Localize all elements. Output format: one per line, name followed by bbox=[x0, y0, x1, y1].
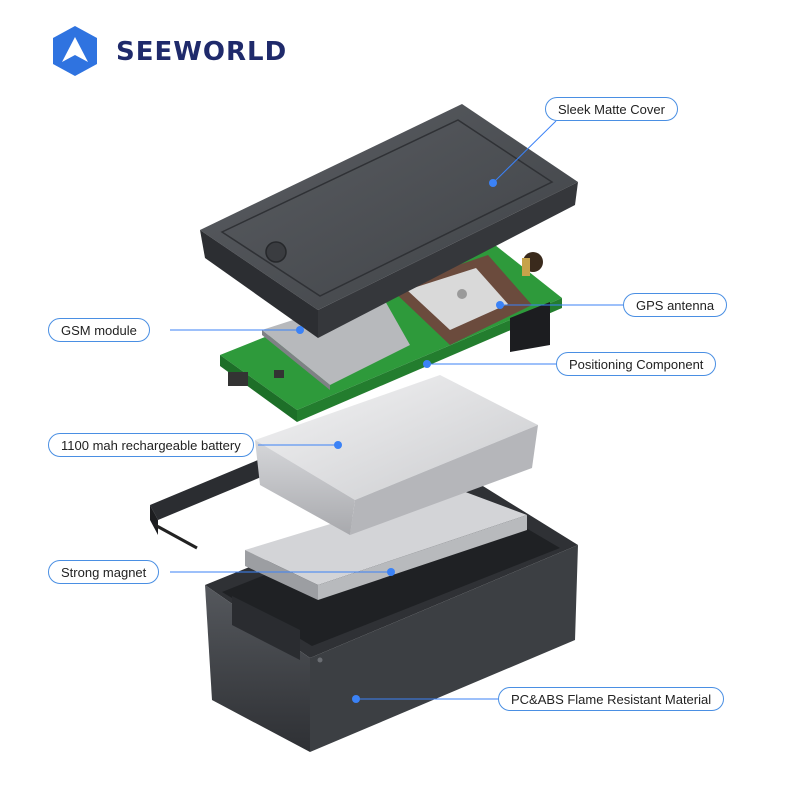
callout-battery: 1100 mah rechargeable battery bbox=[48, 433, 254, 457]
magnet-plate bbox=[245, 487, 527, 600]
callout-positioning-component: Positioning Component bbox=[556, 352, 717, 376]
hexagon-arrow-icon bbox=[53, 26, 97, 76]
positioning-marker bbox=[423, 360, 431, 368]
brand-name: SEEWORLD bbox=[116, 37, 288, 67]
battery-pack bbox=[150, 375, 538, 550]
cover-marker bbox=[489, 179, 497, 187]
magnet-marker bbox=[387, 568, 395, 576]
callout-strong-magnet: Strong magnet bbox=[48, 560, 160, 584]
callout-leaders bbox=[170, 120, 623, 703]
callout-gps-antenna: GPS antenna bbox=[623, 293, 728, 317]
circuit-board bbox=[220, 245, 562, 422]
callout-gsm-module: GSM module bbox=[48, 318, 150, 342]
gsm-marker bbox=[296, 326, 304, 334]
callout-material: PC&ABS Flame Resistant Material bbox=[498, 687, 725, 711]
brand-logo: SEEWORLD bbox=[48, 24, 338, 78]
gps-marker bbox=[496, 301, 504, 309]
battery-marker bbox=[334, 441, 342, 449]
callout-sleek-matte-cover: Sleek Matte Cover bbox=[545, 97, 678, 121]
top-cover bbox=[200, 104, 578, 338]
material-marker bbox=[352, 695, 360, 703]
